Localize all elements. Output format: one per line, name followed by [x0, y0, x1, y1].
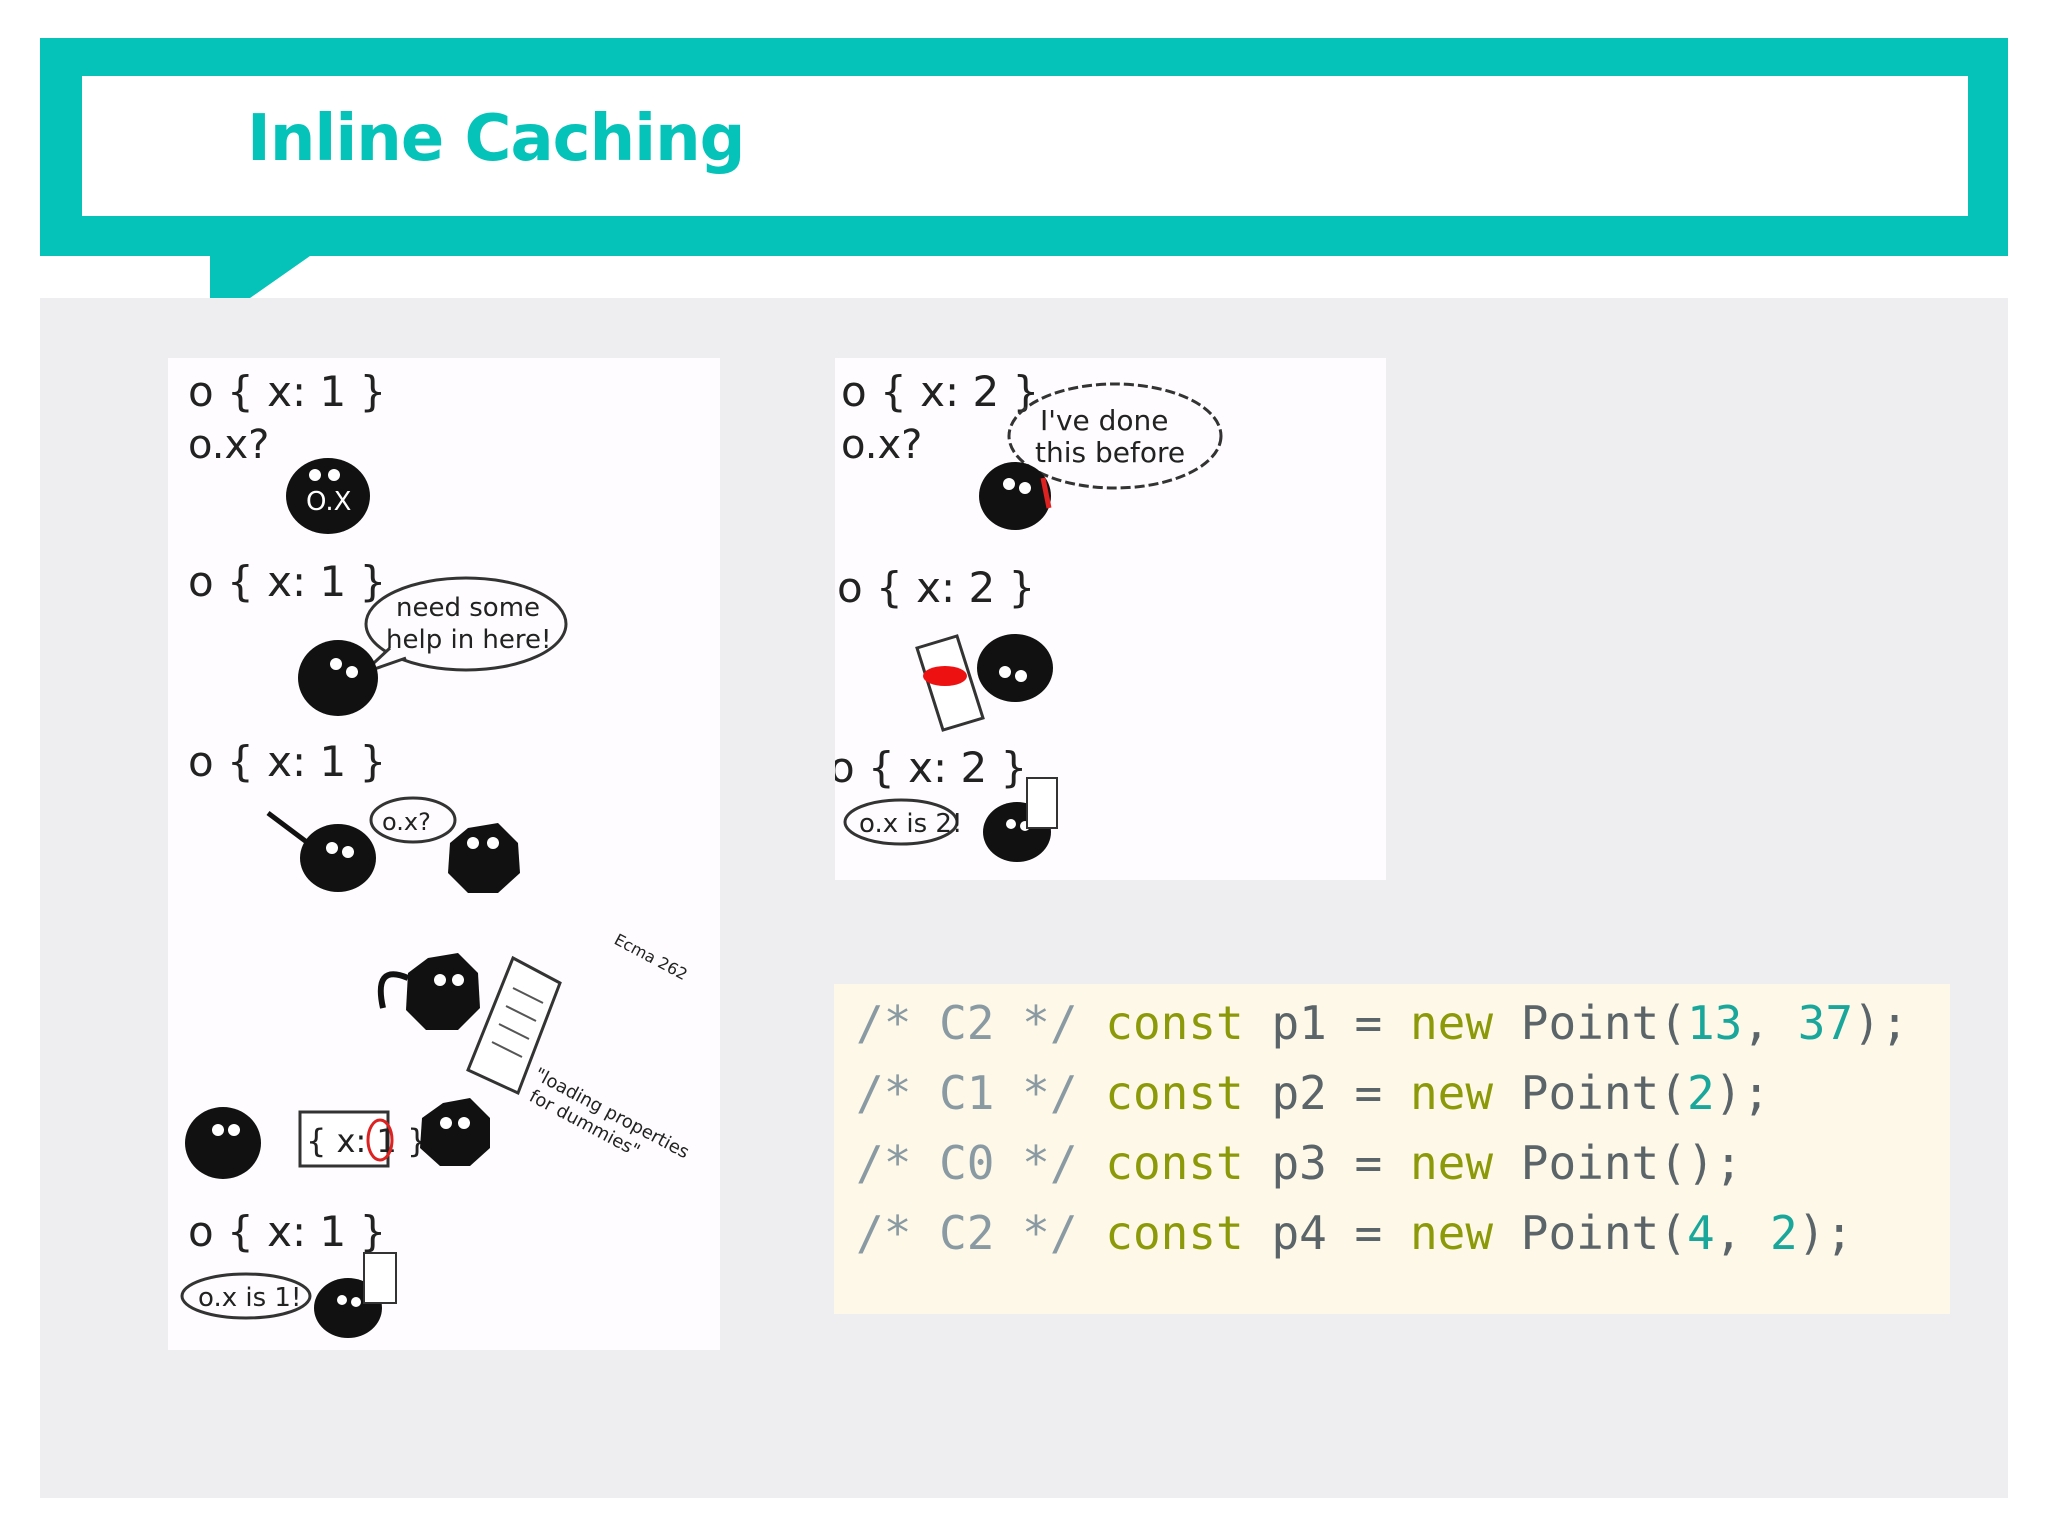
code-operator: =	[1354, 1206, 1383, 1260]
blob-character-icon	[298, 640, 378, 716]
value-card: { x: 1 }	[298, 1110, 427, 1168]
code-punctuation: (	[1659, 1206, 1687, 1260]
code-number: 2	[1686, 1066, 1715, 1120]
code-line: /* C1 */ const p2 = new Point(2);	[856, 1066, 1770, 1120]
title-box: Inline Caching	[82, 76, 1968, 216]
code-punctuation: );	[1714, 1066, 1771, 1120]
blob-character-icon	[266, 811, 376, 892]
code-number: 4	[1686, 1206, 1715, 1260]
slide-title: Inline Caching	[247, 102, 745, 176]
speech-bubble-icon: o.x?	[369, 796, 457, 844]
code-number: 37	[1797, 996, 1854, 1050]
comic-right-q1: o.x?	[841, 422, 922, 468]
code-punctuation: (	[1659, 1066, 1687, 1120]
code-comment: /* C2 */	[856, 1206, 1078, 1260]
bubble-line-2: help in here!	[386, 625, 551, 655]
document-icon: Ecma 262 "loading properties for dummies…	[466, 930, 693, 1163]
code-punctuation: );	[1797, 1206, 1854, 1260]
code-keyword: new	[1409, 996, 1494, 1050]
code-identifier: p3	[1271, 1136, 1327, 1190]
code-keyword: const	[1105, 996, 1244, 1050]
code-class: Point	[1520, 1136, 1660, 1190]
comic-left-q1: o.x?	[188, 422, 269, 468]
code-punctuation: ,	[1742, 996, 1798, 1050]
code-keyword: new	[1409, 1066, 1494, 1120]
code-identifier: p4	[1271, 1206, 1327, 1260]
code-keyword: const	[1105, 1206, 1244, 1260]
code-punctuation: (	[1659, 1136, 1687, 1190]
code-class: Point	[1520, 1206, 1660, 1260]
code-punctuation: (	[1659, 996, 1687, 1050]
title-banner: Inline Caching	[40, 38, 2008, 256]
blob-character-icon	[979, 462, 1052, 530]
code-operator: =	[1354, 1066, 1383, 1120]
code-comment: /* C1 */	[856, 1066, 1078, 1120]
code-operator: =	[1354, 1136, 1383, 1190]
code-number: 2	[1770, 1206, 1798, 1260]
blob-character-icon	[185, 1107, 261, 1179]
document-icon	[915, 634, 985, 732]
speech-bubble-icon: need some help in here!	[361, 576, 568, 675]
code-punctuation: );	[1853, 996, 1909, 1050]
comic-right: o { x: 2 } o.x? I've done this before o …	[835, 358, 1386, 880]
code-punctuation: );	[1686, 1136, 1743, 1190]
code-line: /* C2 */ const p4 = new Point(4, 2);	[856, 1206, 1853, 1260]
doc-label: Ecma 262	[611, 930, 690, 984]
blob-label: O.X	[306, 487, 352, 517]
code-identifier: p1	[1271, 996, 1327, 1050]
code-line: /* C2 */ const p1 = new Point(13, 37);	[856, 996, 1909, 1050]
code-line: /* C0 */ const p3 = new Point();	[856, 1136, 1742, 1190]
code-block: /* C2 */ const p1 = new Point(13, 37);/*…	[834, 984, 1950, 1314]
speech-bubble-icon: o.x is 2!	[843, 798, 962, 846]
cloud-line-2: this before	[1035, 436, 1185, 469]
code-identifier: p2	[1271, 1066, 1327, 1120]
code-keyword: new	[1409, 1136, 1494, 1190]
comic-right-obj2: o { x: 2 }	[837, 563, 1035, 612]
thought-cloud-icon: I've done this before	[1007, 382, 1223, 490]
code-class: Point	[1520, 1066, 1660, 1120]
comic-right-obj1: o { x: 2 }	[841, 367, 1039, 416]
octagon-character-icon	[420, 1098, 490, 1166]
comic-left-obj1: o { x: 1 }	[188, 367, 386, 416]
code-comment: /* C2 */	[856, 996, 1078, 1050]
comic-left: o { x: 1 } o.x? O.X o { x: 1 } need some…	[168, 358, 720, 1350]
comic-left-obj2: o { x: 1 }	[188, 557, 386, 606]
bubble-text: o.x?	[382, 808, 431, 836]
code-keyword: new	[1409, 1206, 1494, 1260]
code-operator: =	[1354, 996, 1383, 1050]
bubble-answer: o.x is 1!	[198, 1283, 301, 1313]
comic-left-obj3: o { x: 1 }	[188, 737, 386, 786]
bubble-answer: o.x is 2!	[859, 809, 962, 839]
cloud-line-1: I've done	[1040, 404, 1169, 437]
code-keyword: const	[1105, 1066, 1244, 1120]
code-punctuation: ,	[1714, 1206, 1771, 1260]
blob-character-icon: O.X	[286, 458, 370, 534]
octagon-character-icon	[377, 953, 480, 1030]
code-keyword: const	[1105, 1136, 1244, 1190]
blob-character-icon	[977, 634, 1053, 702]
code-number: 13	[1686, 996, 1743, 1050]
code-comment: /* C0 */	[856, 1136, 1078, 1190]
comic-right-obj3: o { x: 2 }	[835, 743, 1027, 792]
blob-character-icon	[983, 777, 1058, 862]
blob-character-icon	[314, 1252, 397, 1338]
speech-bubble-icon: o.x is 1!	[180, 1272, 312, 1320]
code-class: Point	[1520, 996, 1660, 1050]
bubble-line-1: need some	[396, 593, 540, 623]
octagon-character-icon	[448, 823, 520, 893]
comic-left-obj4: o { x: 1 }	[188, 1207, 386, 1256]
